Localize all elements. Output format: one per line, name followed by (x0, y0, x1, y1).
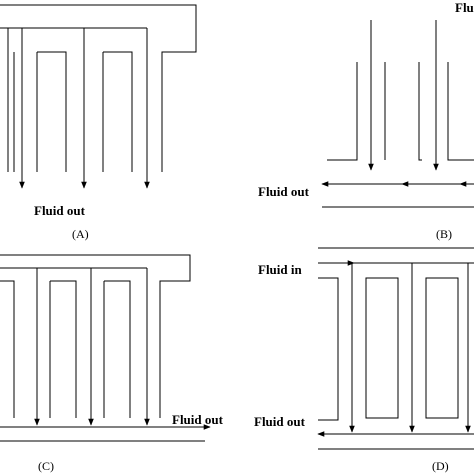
panel-a: Fluid out (A) (0, 4, 197, 241)
panel-b-fluid-in-label: Flu (455, 0, 474, 15)
panel-d-channel-walls (318, 277, 459, 421)
panel-b-channel-walls (327, 62, 474, 161)
panel-d-fluid-out-label: Fluid out (254, 414, 306, 429)
panel-c-caption: (C) (38, 459, 54, 473)
panel-d-caption: (D) (432, 459, 449, 473)
panel-b-caption: (B) (436, 227, 452, 241)
panel-a-caption: (A) (72, 227, 89, 241)
panel-c: Fluid out (C) (0, 254, 224, 473)
panel-d-fluid-in-label: Fluid in (258, 262, 302, 277)
panel-b: Flu Fluid out (B) (258, 0, 474, 241)
panel-b-fluid-out-label: Fluid out (258, 184, 310, 199)
panel-a-fluid-out-label: Fluid out (34, 203, 86, 218)
panel-d: Fluid in Fluid out (D) (254, 247, 474, 473)
panel-c-manifold-wall (0, 254, 191, 418)
panel-a-manifold-wall (0, 4, 197, 172)
panel-c-fluid-out-label: Fluid out (172, 412, 224, 427)
